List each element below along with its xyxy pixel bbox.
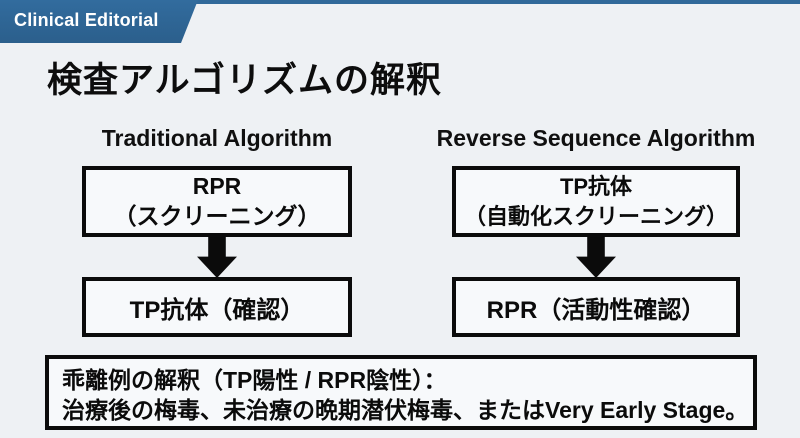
page-title: 検査アルゴリズムの解釈 — [47, 61, 442, 100]
flow-box-tp-confirm: TP抗体（確認） — [82, 277, 352, 337]
flow-box-tp-screening: TP抗体 （自動化スクリーニング） — [452, 166, 740, 237]
flow-box-line1: RPR — [192, 172, 242, 199]
flow-box-label: TP抗体（確認） — [129, 296, 305, 324]
column-header-traditional: Traditional Algorithm — [101, 125, 333, 151]
flow-box-rpr-screening: RPR （スクリーニング） — [82, 166, 352, 237]
flow-box-rpr-activity: RPR（活動性確認） — [452, 277, 740, 337]
flow-box-line2: （スクリーニング） — [113, 202, 321, 229]
interpretation-note-box: 乖離例の解釈（TP陽性 / RPR陰性）： 治療後の梅毒、未治療の晩期潜伏梅毒、… — [45, 355, 757, 430]
top-accent-strip — [0, 0, 800, 4]
down-arrow-icon — [197, 237, 237, 278]
flow-box-label: RPR（活動性確認） — [486, 296, 706, 324]
down-arrow-icon — [576, 237, 616, 278]
column-header-reverse-sequence: Reverse Sequence Algorithm — [436, 125, 756, 151]
flow-box-line2: （自動化スクリーニング） — [463, 203, 728, 229]
badge-label: Clinical Editorial — [14, 10, 159, 30]
note-line2: 治療後の梅毒、未治療の晩期潜伏梅毒、またはVery Early Stage。 — [62, 397, 749, 424]
note-line1: 乖離例の解釈（TP陽性 / RPR陰性）： — [62, 367, 447, 393]
flow-box-line1: TP抗体 — [559, 173, 633, 199]
clinical-editorial-badge: Clinical Editorial — [0, 0, 198, 43]
